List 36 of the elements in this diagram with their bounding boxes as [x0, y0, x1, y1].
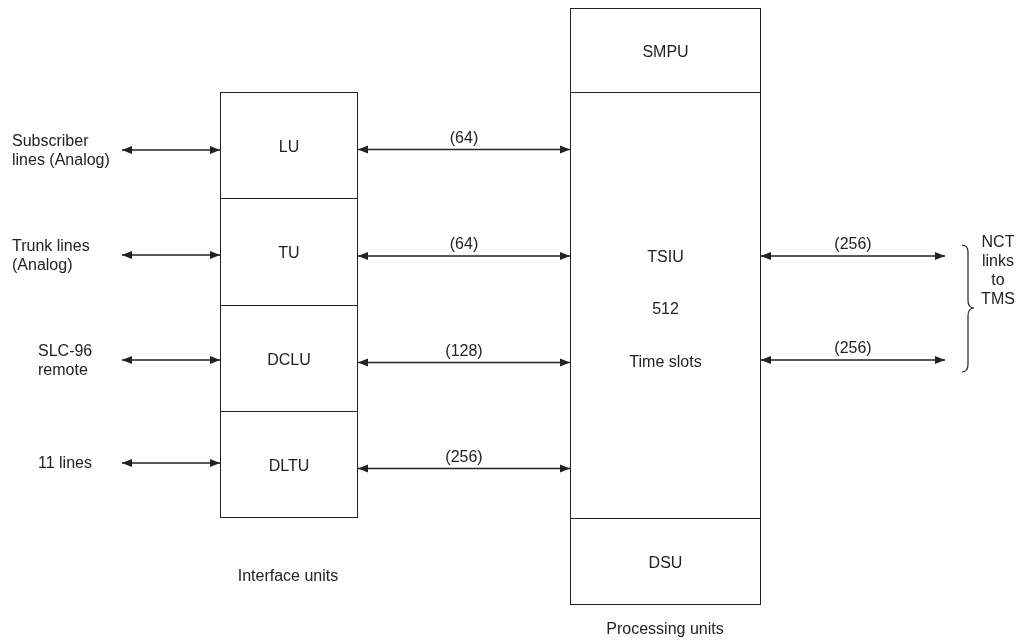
double-arrow — [121, 251, 221, 259]
unit-label: DLTU — [267, 455, 311, 475]
edge-label: (256) — [832, 234, 874, 253]
edge-label: (256) — [832, 338, 874, 357]
group-caption: Interface units — [236, 566, 340, 585]
unit-label: LU — [277, 136, 301, 156]
edge-label: (64) — [447, 234, 481, 253]
unit-label: TSIU — [646, 247, 685, 266]
line-label: Trunk lines (Analog) — [12, 236, 91, 274]
unit-box — [220, 411, 358, 518]
group-caption: Processing units — [605, 619, 725, 638]
unit-box — [570, 92, 761, 519]
line-label: Subscriber lines (Analog) — [12, 131, 111, 169]
double-arrow — [760, 356, 946, 364]
double-arrow — [121, 146, 221, 154]
unit-label: TU — [277, 243, 301, 262]
line-label: SLC-96 remote — [38, 341, 94, 379]
unit-label: SMPU — [641, 41, 690, 61]
unit-label: DSU — [647, 552, 684, 572]
double-arrow — [121, 356, 221, 364]
unit-box — [220, 92, 358, 199]
slot-count: 512 — [651, 299, 680, 318]
unit-box — [220, 198, 358, 306]
unit-box — [570, 8, 761, 93]
unit-note: Time slots — [628, 352, 703, 371]
line-label: 11 lines — [38, 453, 93, 472]
double-arrow — [357, 252, 571, 260]
double-arrow — [121, 459, 221, 467]
double-arrow — [760, 252, 946, 260]
unit-label: DCLU — [266, 349, 312, 369]
link-note: NCT links to TMS — [980, 232, 1016, 308]
double-arrow — [357, 358, 571, 367]
unit-box — [570, 518, 761, 605]
unit-box — [220, 305, 358, 412]
double-arrow — [357, 464, 571, 473]
double-arrow — [357, 145, 571, 154]
